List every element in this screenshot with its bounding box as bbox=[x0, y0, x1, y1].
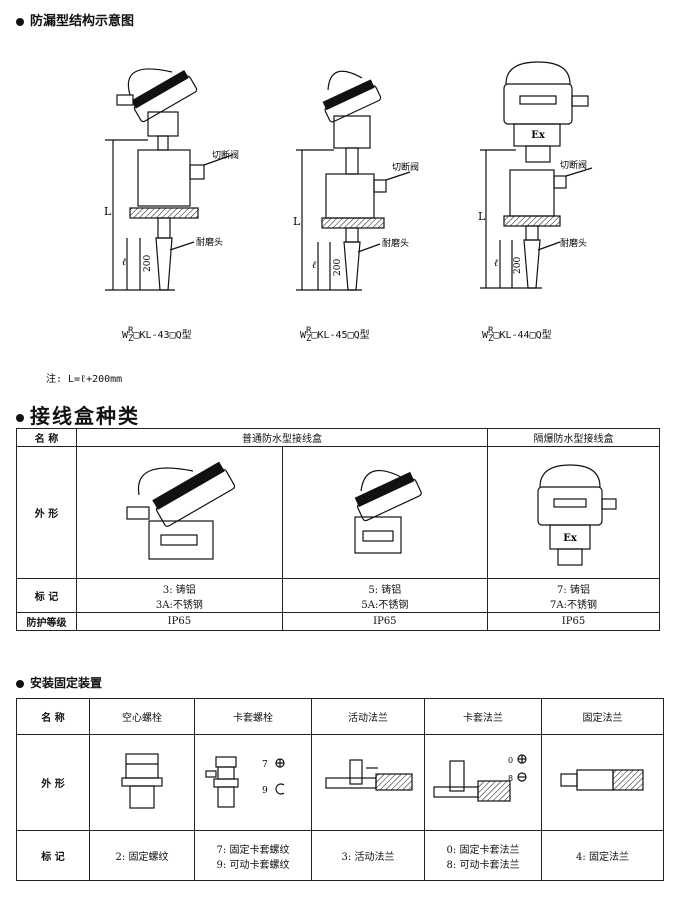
dim-200-3: 200 bbox=[513, 257, 523, 274]
col-explosion-header: 隔爆防水型接线盒 bbox=[487, 428, 660, 447]
structure-diagrams: 切断阀 耐磨头 L ℓ 200 切断阀 耐磨头 L ℓ 200 bbox=[104, 61, 593, 291]
bullet-icon bbox=[16, 413, 24, 422]
col-hollow-bolt: 空心螺栓 bbox=[89, 698, 195, 735]
label-tip-1: 耐磨头 bbox=[196, 236, 223, 248]
glyph-7: 7 bbox=[262, 760, 268, 770]
dim-l-3: ℓ bbox=[494, 258, 498, 269]
mounting-table: 名 称 空心螺栓 卡套螺栓 活动法兰 卡套法兰 固定法兰 外 形 bbox=[16, 698, 664, 881]
mark-fixed-flange: 4: 固定法兰 bbox=[541, 830, 664, 881]
row-protect-label: 防护等级 bbox=[15, 612, 78, 631]
label-tip-2: 耐磨头 bbox=[382, 237, 409, 249]
shape-hollow-bolt bbox=[89, 734, 195, 831]
section3-heading: 安装固定装置 bbox=[16, 674, 102, 691]
protection-3: IP65 bbox=[76, 612, 283, 631]
dim-200-1: 200 bbox=[143, 255, 153, 272]
mark-hollow-bolt: 2: 固定螺纹 bbox=[89, 830, 195, 881]
section2-heading: 接线盒种类 bbox=[16, 400, 140, 429]
ferrule-flange-icon: 0 8 bbox=[433, 754, 527, 802]
row-name-label: 名 称 bbox=[15, 428, 78, 447]
ferrule-bolt-icon: 7 9 bbox=[205, 756, 285, 808]
diagram-44 bbox=[480, 61, 593, 289]
row-name-label-2: 名 称 bbox=[16, 698, 90, 735]
col-fixed-flange: 固定法兰 bbox=[541, 698, 664, 735]
row-shape-label: 外 形 bbox=[15, 446, 78, 579]
junction-head-2 bbox=[322, 79, 382, 123]
dim-l-1: ℓ bbox=[122, 257, 126, 268]
protection-5: IP65 bbox=[281, 612, 489, 631]
movable-flange-icon bbox=[325, 759, 413, 791]
explosion-box-dome bbox=[505, 61, 571, 85]
row-shape-label-2: 外 形 bbox=[16, 734, 90, 831]
fixed-flange-icon bbox=[559, 769, 644, 791]
glyph-8: 8 bbox=[508, 774, 513, 783]
dim-L-3: L bbox=[478, 210, 486, 223]
section2-title: 接线盒种类 bbox=[30, 404, 140, 428]
shape-ferrule-bolt: 7 9 bbox=[194, 734, 312, 831]
junction-box-7-icon: Ex bbox=[536, 463, 617, 566]
col-ferrule-bolt: 卡套螺栓 bbox=[194, 698, 312, 735]
bullet-icon bbox=[16, 17, 24, 26]
section3-title: 安装固定装置 bbox=[30, 676, 103, 690]
note-text: 注: L=ℓ+200mm bbox=[46, 374, 123, 385]
glyph-0: 0 bbox=[508, 756, 513, 765]
protection-7: IP65 bbox=[487, 612, 660, 631]
bullet-icon bbox=[16, 679, 24, 688]
ex-mark-1: Ex bbox=[531, 130, 546, 141]
section1-heading: 防漏型结构示意图 bbox=[16, 10, 134, 29]
box-shape-7: Ex bbox=[487, 446, 660, 579]
label-valve-3: 切断阀 bbox=[560, 159, 587, 171]
shape-ferrule-flange: 0 8 bbox=[424, 734, 542, 831]
glyph-9: 9 bbox=[262, 786, 268, 796]
diagram-45 bbox=[296, 70, 411, 291]
col-ferrule-flange: 卡套法兰 bbox=[424, 698, 542, 735]
dim-L-1: L bbox=[104, 205, 112, 218]
junction-box-3-icon bbox=[126, 461, 236, 560]
row-mark-label-2: 标 记 bbox=[16, 830, 90, 881]
dim-L-2: L bbox=[293, 215, 301, 228]
shape-movable-flange bbox=[311, 734, 425, 831]
section1-title: 防漏型结构示意图 bbox=[30, 14, 135, 29]
mark-movable-flange: 3: 活动法兰 bbox=[311, 830, 425, 881]
box-shape-3 bbox=[76, 446, 283, 579]
label-valve-1: 切断阀 bbox=[212, 149, 239, 161]
col-normal-header: 普通防水型接线盒 bbox=[76, 428, 488, 447]
label-tip-3: 耐磨头 bbox=[560, 237, 587, 249]
col-movable-flange: 活动法兰 bbox=[311, 698, 425, 735]
junction-head-1 bbox=[131, 70, 198, 123]
dim-l-2: ℓ bbox=[312, 260, 316, 271]
dim-200-2: 200 bbox=[333, 259, 343, 276]
junction-box-5-icon bbox=[354, 469, 422, 554]
row-mark-label: 标 记 bbox=[15, 578, 78, 613]
box-shape-5 bbox=[281, 446, 489, 579]
hollow-bolt-icon bbox=[121, 753, 163, 809]
junction-box-table: 名 称 普通防水型接线盒 隔爆防水型接线盒 外 形 bbox=[15, 428, 660, 631]
ex-mark-2: Ex bbox=[563, 533, 578, 544]
shape-fixed-flange bbox=[541, 734, 664, 831]
diagram-43 bbox=[105, 68, 233, 291]
label-valve-2: 切断阀 bbox=[392, 161, 419, 173]
